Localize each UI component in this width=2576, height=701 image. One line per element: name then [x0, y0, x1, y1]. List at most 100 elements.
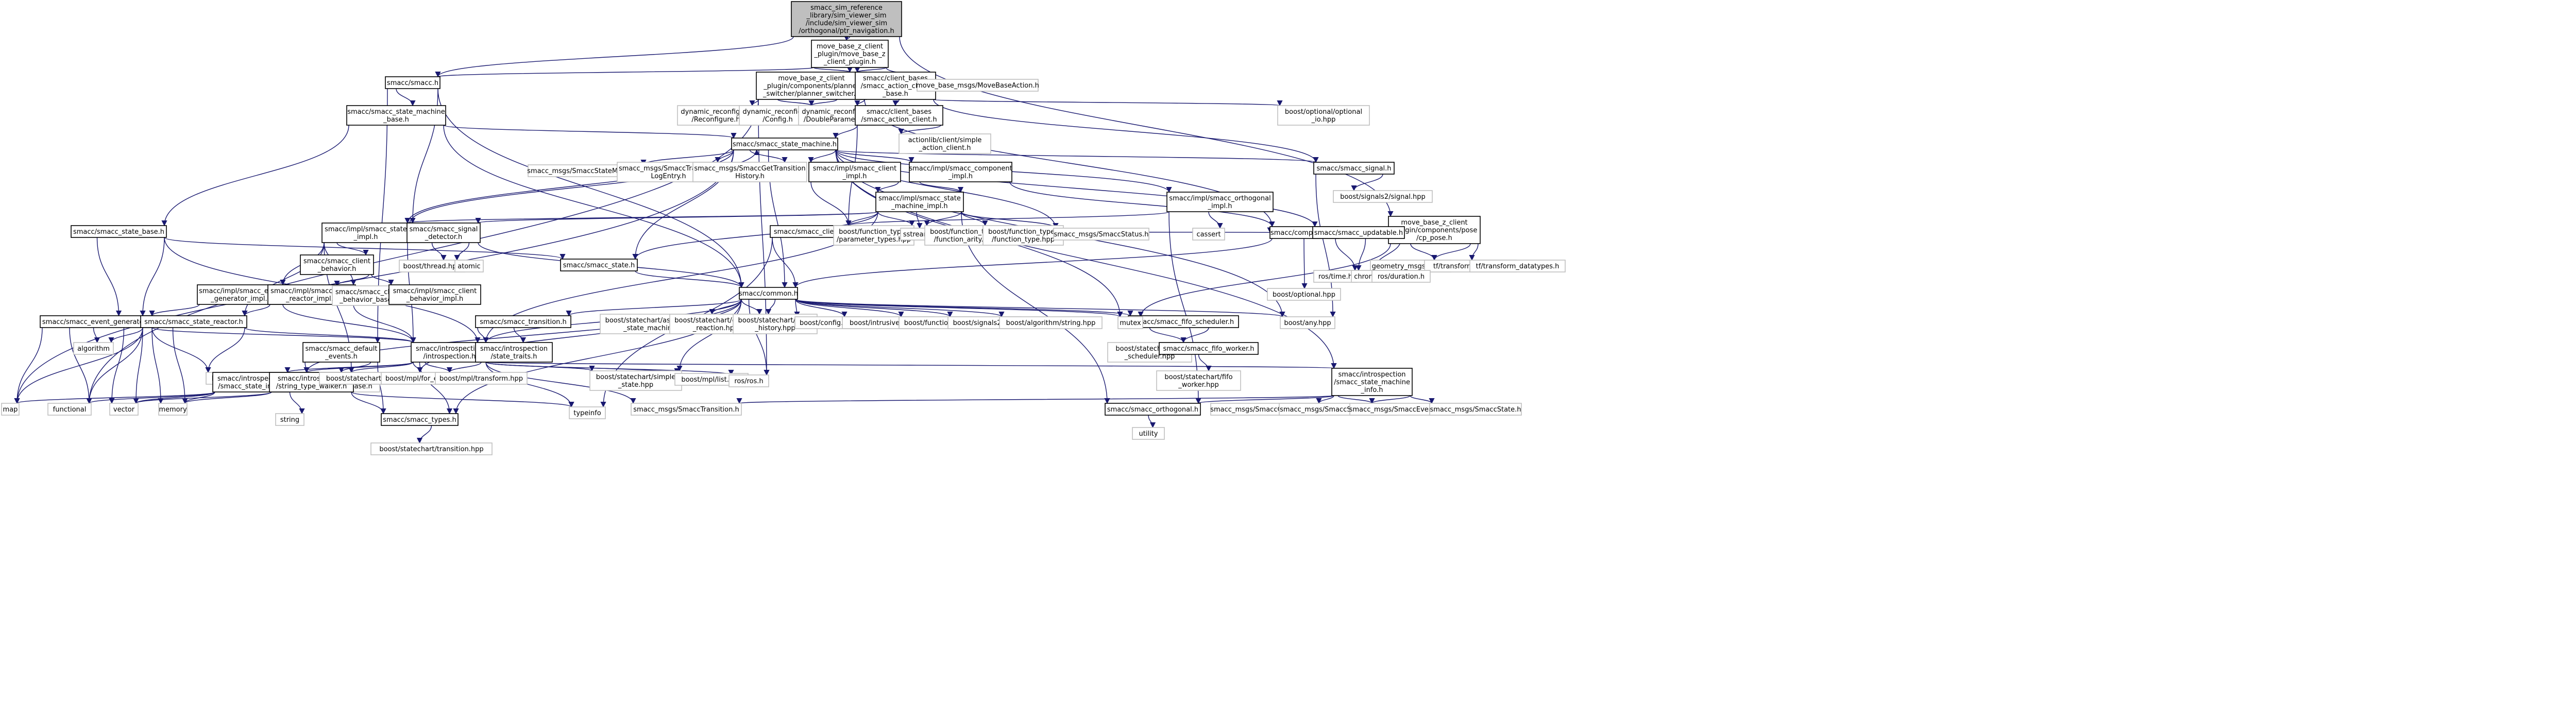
graph-node-boost-optional[interactable]: boost/optional.hpp	[1267, 288, 1341, 301]
graph-node-memory[interactable]: memory	[158, 403, 188, 416]
graph-node-cassert[interactable]: cassert	[1192, 228, 1225, 241]
graph-node-ros-time[interactable]: ros/time.h	[1313, 270, 1358, 283]
graph-node-mbz-planner[interactable]: move_base_z_client_plugin/components/pla…	[756, 72, 867, 100]
graph-node-msg-statemachine[interactable]: smacc_msgs/SmaccStateMachine.h	[527, 164, 647, 177]
graph-edge	[86, 391, 215, 404]
graph-node-state-machine[interactable]: smacc/smacc_state_machine.h	[731, 138, 838, 150]
graph-node-move-base-action[interactable]: move_base_msgs/MoveBaseAction.h	[916, 79, 1039, 92]
node-box	[140, 315, 247, 328]
graph-node-state-h[interactable]: smacc/smacc_state.h	[560, 259, 638, 271]
node-box	[1313, 162, 1395, 175]
graph-node-boost-algo-string[interactable]: boost/algorithm/string.hpp	[999, 316, 1103, 329]
graph-node-functional[interactable]: functional	[47, 403, 92, 416]
graph-edge	[676, 299, 742, 372]
graph-edge	[1351, 174, 1383, 192]
node-label: ros/ros.h	[734, 378, 763, 385]
graph-node-signal-detector[interactable]: smacc/smacc_signal_detector.h	[406, 223, 481, 243]
graph-edge	[485, 362, 734, 376]
graph-node-introspection-h[interactable]: smacc/introspection/introspection.h	[411, 342, 488, 363]
node-label: smacc/smacc_orthogonal.h	[1107, 406, 1198, 414]
graph-node-typeinfo[interactable]: typeinfo	[569, 406, 606, 419]
node-label: _worker.hpp	[1178, 381, 1219, 389]
graph-edge	[808, 99, 838, 107]
graph-node-impl-state-machine[interactable]: smacc/impl/smacc_state_machine_impl.h	[875, 192, 964, 212]
graph-node-fifo-scheduler[interactable]: smacc/smacc_fifo_scheduler.h	[1128, 315, 1239, 328]
node-label: boost/mpl/transform.hpp	[439, 375, 523, 383]
node-box	[406, 223, 481, 243]
graph-edge	[835, 149, 914, 163]
graph-node-map[interactable]: map	[1, 403, 20, 416]
graph-node-actionlib[interactable]: actionlib/client/simple_action_client.h	[899, 133, 991, 154]
graph-node-string[interactable]: string	[275, 413, 304, 426]
graph-node-sc-fifo-worker[interactable]: boost/statechart/fifo_worker.hpp	[1156, 370, 1241, 391]
node-box	[73, 342, 114, 355]
node-box	[1132, 427, 1165, 440]
graph-edge	[1198, 354, 1212, 372]
graph-node-ros-h[interactable]: ros/ros.h	[728, 374, 769, 387]
node-label: typeinfo	[573, 409, 601, 417]
graph-node-common-h[interactable]: smacc/common.h	[739, 287, 798, 300]
graph-edge	[476, 211, 878, 224]
node-box	[1331, 368, 1413, 396]
graph-node-boost-any[interactable]: boost/any.hpp	[1280, 316, 1335, 329]
graph-node-msg-status[interactable]: smacc_msgs/SmaccStatus.h	[1053, 228, 1149, 241]
graph-edge	[164, 237, 566, 260]
graph-node-boost-thread[interactable]: boost/thread.hpp	[399, 260, 465, 272]
node-box	[1312, 226, 1405, 239]
graph-node-mutex[interactable]: mutex	[1117, 316, 1143, 329]
graph-node-msg-state[interactable]: smacc_msgs/SmaccState.h	[1429, 403, 1522, 416]
graph-node-bft-param[interactable]: boost/function_types/parameter_types.hpp	[833, 225, 914, 246]
graph-node-orthogonal-h[interactable]: smacc/smacc_orthogonal.h	[1105, 403, 1201, 416]
graph-node-algorithm[interactable]: algorithm	[73, 342, 114, 355]
graph-node-client-h[interactable]: smacc/smacc_client.h	[770, 225, 851, 238]
graph-node-sc-simple-state[interactable]: boost/statechart/simple_state.hpp	[589, 370, 682, 391]
graph-node-client-bases-action[interactable]: smacc/client_bases/smacc_action_client.h	[855, 105, 943, 126]
graph-edge	[813, 66, 853, 73]
graph-node-mbz-plugin[interactable]: move_base_z_client_plugin/move_base_z_cl…	[811, 40, 889, 68]
graph-node-boost-mpl-transform[interactable]: boost/mpl/transform.hpp	[435, 372, 528, 385]
graph-node-state-machine-base[interactable]: smacc/smacc_state_machine_base.h	[346, 105, 446, 126]
graph-node-ros-duration[interactable]: ros/duration.h	[1371, 270, 1431, 283]
graph-node-msg-transition[interactable]: smacc_msgs/SmaccTransition.h	[631, 403, 742, 416]
graph-edge	[404, 149, 734, 224]
node-label: _reactor_impl.h	[285, 295, 337, 303]
graph-node-event-generator[interactable]: smacc/smacc_event_generator.h	[40, 315, 155, 328]
graph-node-atomic[interactable]: atomic	[454, 260, 484, 272]
node-box	[811, 40, 889, 68]
graph-node-state-base[interactable]: smacc/smacc_state_base.h	[71, 225, 167, 238]
graph-node-impl-client[interactable]: smacc/impl/smacc_client_impl.h	[808, 162, 901, 182]
node-label: /Reconfigure.h	[691, 116, 740, 124]
graph-edge	[795, 299, 1123, 318]
graph-edge	[151, 327, 416, 344]
graph-node-tf-datatypes[interactable]: tf/transform_datatypes.h	[1469, 260, 1566, 272]
node-box	[1333, 190, 1433, 203]
graph-node-utility[interactable]: utility	[1132, 427, 1165, 440]
graph-node-signal-h[interactable]: smacc/smacc_signal.h	[1313, 162, 1395, 175]
graph-node-impl-state[interactable]: smacc/impl/smacc_state_impl.h	[321, 223, 410, 243]
graph-node-smacc-types[interactable]: smacc/smacc_types.h	[381, 413, 459, 426]
graph-node-fifo-worker[interactable]: smacc/smacc_fifo_worker.h	[1159, 342, 1259, 355]
graph-node-impl-component[interactable]: smacc/impl/smacc_component_impl.h	[909, 162, 1012, 182]
node-label: smacc/client_bases	[867, 108, 931, 116]
graph-edge	[1168, 211, 1201, 404]
graph-node-impl-client-behavior[interactable]: smacc/impl/smacc_client_behavior_impl.h	[388, 284, 481, 305]
graph-node-default-events[interactable]: smacc/smacc_default_events.h	[302, 342, 380, 363]
node-label: _behavior_impl.h	[406, 295, 464, 303]
graph-node-sc-transition[interactable]: boost/statechart/transition.hpp	[370, 442, 493, 455]
graph-node-state-reactor[interactable]: smacc/smacc_state_reactor.h	[140, 315, 247, 328]
graph-node-intro-sm-info[interactable]: smacc/introspection/smacc_state_machine_…	[1331, 368, 1413, 396]
graph-node-root[interactable]: smacc_sim_reference_library/sim_viewer_s…	[791, 1, 902, 37]
graph-node-client-behavior[interactable]: smacc/smacc_client_behavior.h	[300, 254, 374, 275]
graph-edge	[1469, 243, 1479, 261]
graph-node-transition-h[interactable]: smacc/smacc_transition.h	[475, 315, 571, 328]
graph-node-smacc-h[interactable]: smacc/smacc.h	[385, 76, 440, 89]
graph-node-impl-orthogonal[interactable]: smacc/impl/smacc_orthogonal_impl.h	[1166, 192, 1274, 212]
graph-node-vector[interactable]: vector	[109, 403, 139, 416]
graph-node-bft-type[interactable]: boost/function_types/function_type.hpp	[982, 225, 1064, 246]
graph-node-boost-signals2-signal[interactable]: boost/signals2/signal.hpp	[1333, 190, 1433, 203]
graph-node-boost-optional-io[interactable]: boost/optional/optional_io.hpp	[1277, 105, 1370, 126]
graph-edge	[86, 327, 143, 404]
graph-node-intro-state-traits[interactable]: smacc/introspection/state_traits.h	[475, 342, 553, 363]
graph-node-updatable-h[interactable]: smacc/smacc_updatable.h	[1312, 226, 1405, 239]
